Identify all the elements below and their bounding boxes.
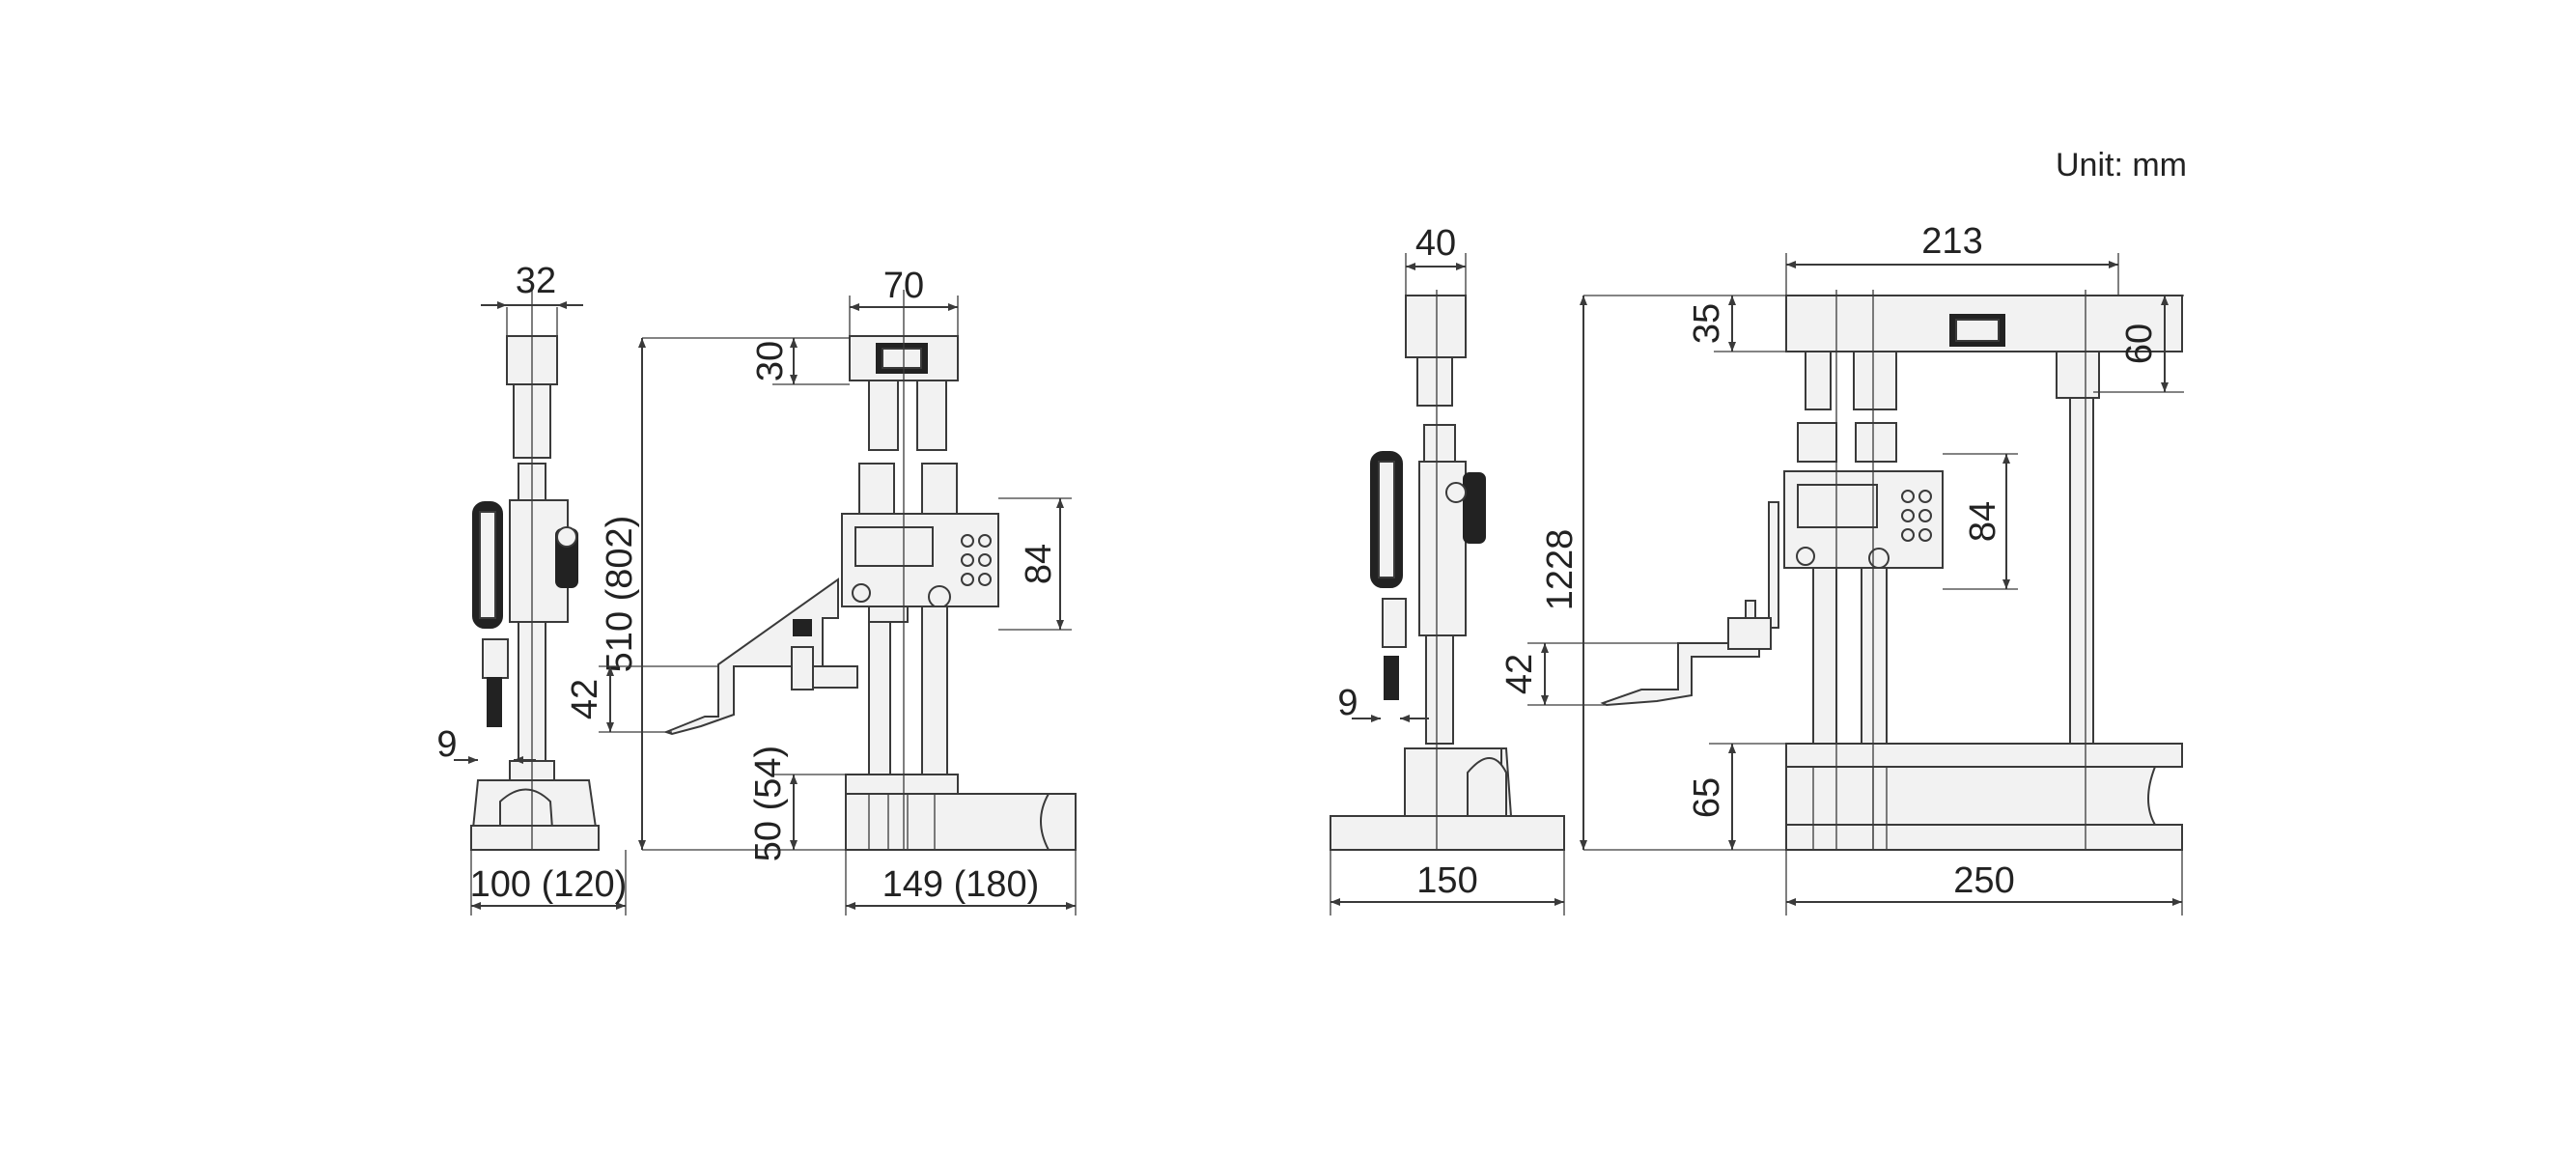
small-front-dimensions: 70 30 84 510 (802) 42 50 (54) 149 (180) [565, 266, 1077, 916]
dim-display-height: 84 [1963, 501, 2003, 542]
dim-scribe-offset: 9 [1337, 683, 1358, 723]
dim-top-width: 213 [1921, 221, 1982, 262]
dim-top-width: 70 [883, 266, 924, 306]
dim-base-width: 149 (180) [882, 864, 1040, 905]
dim-display-height: 84 [1019, 544, 1059, 584]
small-side-dimensions: 32 9 100 (120) [436, 261, 627, 916]
dim-total-height: 510 (802) [600, 516, 640, 673]
dim-scriber-height: 42 [565, 679, 605, 719]
dim-top-width: 40 [1415, 223, 1456, 264]
large-front-dimensions: 213 35 60 84 1228 42 65 250 [1499, 221, 2184, 916]
dim-scribe-offset: 9 [436, 724, 457, 765]
dim-total-height: 1228 [1540, 529, 1581, 611]
dim-base-width: 250 [1953, 860, 2014, 901]
dim-base-height: 65 [1687, 777, 1727, 818]
small-side-view [469, 290, 601, 851]
dim-base-height: 50 (54) [748, 746, 789, 861]
dim-scriber-height: 42 [1499, 654, 1540, 694]
unit-label: Unit: mm [2056, 147, 2187, 183]
large-side-view [1330, 253, 1565, 851]
dim-top-height: 30 [750, 341, 791, 381]
small-front-view [663, 290, 1077, 851]
large-front-view [1600, 290, 2183, 851]
dim-top-width: 32 [516, 261, 556, 301]
dim-top-left-height: 35 [1687, 303, 1727, 344]
large-side-dimensions: 40 9 150 [1330, 223, 1565, 916]
dim-base-width: 100 (120) [470, 864, 628, 905]
dim-top-right-height: 60 [2119, 324, 2160, 364]
dim-base-width: 150 [1416, 860, 1477, 901]
